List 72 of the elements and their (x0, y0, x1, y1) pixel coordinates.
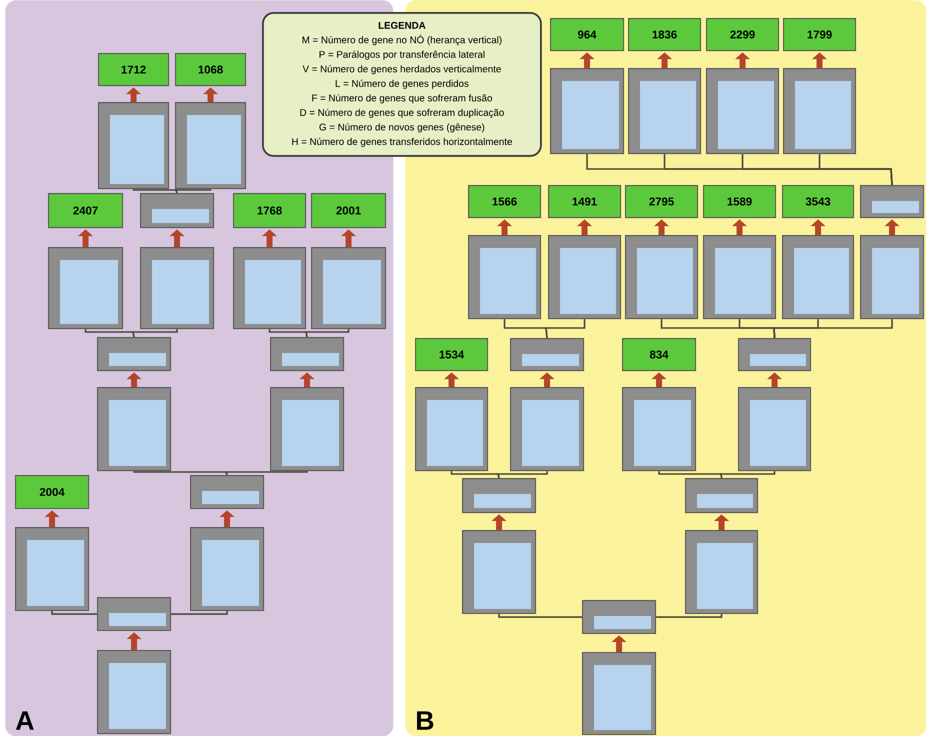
data-table (685, 530, 758, 614)
data-table (582, 652, 656, 736)
node-box (738, 338, 812, 372)
node-box (140, 193, 214, 228)
data-table (782, 235, 854, 320)
node-box (97, 597, 172, 632)
connector-line (496, 471, 548, 478)
data-table (628, 68, 702, 154)
connector-line (818, 154, 893, 186)
value-box: 3543 (782, 185, 854, 218)
data-table (622, 387, 696, 472)
connector-line (656, 614, 722, 618)
connector-line (133, 470, 228, 476)
data-table (510, 387, 584, 472)
value-box: 1068 (175, 53, 246, 86)
value-box: 1491 (548, 185, 622, 218)
data-table (233, 247, 306, 330)
value-box: 2795 (625, 185, 698, 218)
value-box: 1534 (415, 338, 488, 372)
value-box: 2299 (706, 18, 780, 52)
connector-line (773, 319, 893, 338)
legend-box: LEGENDA M = Número de gene no NÓ (herança vertical) P = Parálogos por transferência lateral V = Número de genes herdados verticalmente L = Número de genes perdidos F = Número de genes que sofreram fusão D = Número de genes que sofreram duplicação G = Número de novos genes (gênese) H = Número de genes transferidos horizontalmente (262, 12, 542, 157)
data-table (738, 387, 812, 472)
connector-line (498, 614, 582, 618)
connector-line (545, 319, 586, 338)
data-table (783, 68, 856, 154)
data-table (175, 102, 246, 190)
data-table (270, 387, 344, 472)
value-box: 1712 (98, 53, 170, 86)
data-table (48, 247, 124, 330)
value-box: 1566 (468, 185, 542, 218)
value-box: 1799 (783, 18, 856, 52)
data-table (311, 247, 386, 330)
data-table (462, 530, 536, 614)
data-table (703, 235, 776, 320)
node-box (510, 338, 584, 372)
connector-line (132, 188, 178, 194)
node-box (860, 185, 924, 218)
node-box (97, 337, 172, 372)
value-box: 1836 (628, 18, 702, 52)
connector-line (224, 470, 308, 476)
data-table (98, 102, 170, 190)
value-box: 834 (622, 338, 696, 372)
data-table (140, 247, 214, 330)
data-table (468, 235, 542, 320)
connector-line (132, 329, 178, 338)
value-box: 2004 (15, 475, 90, 510)
node-box (462, 478, 536, 514)
value-box: 2407 (48, 193, 124, 228)
connector-line (720, 471, 776, 478)
connector-line (171, 611, 228, 615)
node-box (190, 475, 264, 510)
value-box: 2001 (311, 193, 386, 228)
data-table (415, 387, 488, 472)
node-box (270, 337, 344, 372)
data-table (97, 387, 172, 472)
data-table (97, 650, 172, 734)
connector-line (51, 611, 97, 615)
data-table (15, 527, 90, 612)
data-table (706, 68, 780, 154)
connector-line (174, 188, 212, 194)
connector-line (305, 329, 350, 338)
value-box: 964 (550, 18, 624, 52)
value-box: 1589 (703, 185, 776, 218)
data-table (625, 235, 698, 320)
data-table (190, 527, 264, 612)
value-box: 1768 (233, 193, 306, 228)
data-table (860, 235, 924, 320)
data-table (548, 235, 622, 320)
node-box (582, 600, 656, 634)
node-box (685, 478, 758, 514)
data-table (550, 68, 624, 154)
